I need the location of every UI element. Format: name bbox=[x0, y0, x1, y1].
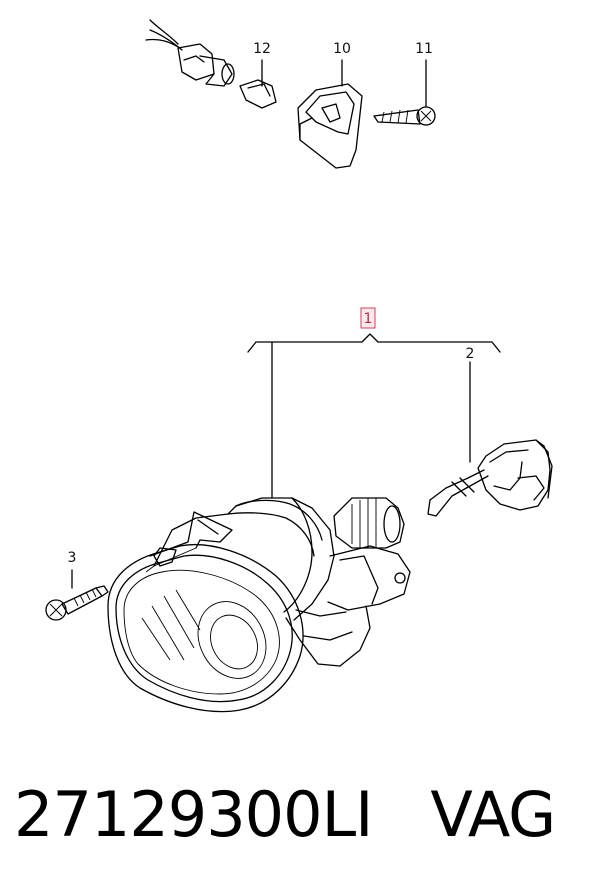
callout-11: 11 bbox=[415, 41, 433, 57]
group-bracket bbox=[247, 333, 501, 353]
highlight-box bbox=[360, 307, 376, 329]
brand-label: VAG bbox=[430, 778, 556, 851]
part-number: 27129300LI bbox=[14, 778, 373, 851]
screw-3 bbox=[45, 569, 109, 621]
callout-12: 12 bbox=[253, 41, 271, 57]
bulb-2 bbox=[427, 439, 553, 517]
wiring-connector bbox=[145, 19, 235, 87]
callout-1: 1 bbox=[364, 311, 373, 327]
bulb-12 bbox=[239, 59, 277, 109]
housing-10 bbox=[297, 59, 363, 169]
fog-lamp-1 bbox=[107, 497, 411, 713]
caption: 27129300LI VAG bbox=[14, 780, 594, 850]
callout-2: 2 bbox=[466, 346, 475, 362]
callout-10: 10 bbox=[333, 41, 351, 57]
callout-3: 3 bbox=[68, 550, 77, 566]
screw-11 bbox=[373, 59, 436, 126]
